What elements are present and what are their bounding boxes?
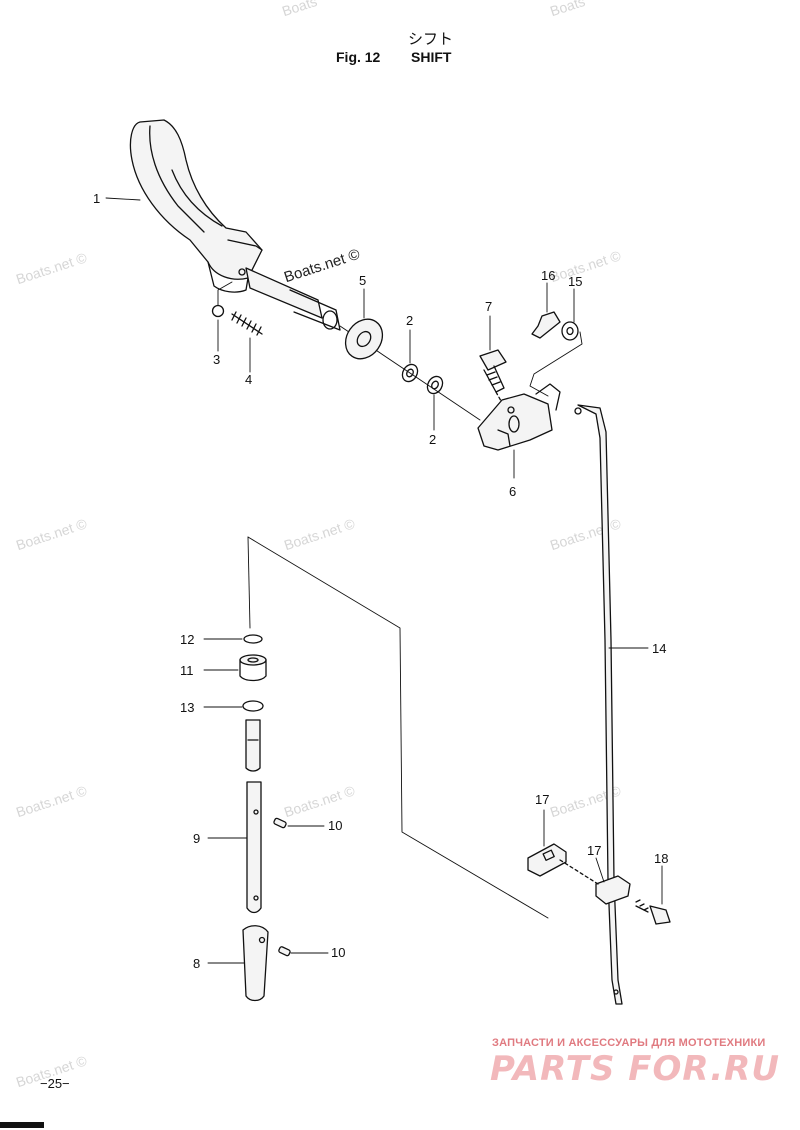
- callout-18: 18: [654, 851, 669, 866]
- callout-15: 15: [568, 274, 583, 289]
- page-edge-mark: [0, 1122, 44, 1128]
- callout-13: 13: [180, 700, 195, 715]
- o-ring: [242, 700, 264, 712]
- clamp-bolt: [635, 899, 671, 925]
- bolt: [479, 349, 507, 411]
- page-number: −25−: [40, 1076, 70, 1091]
- figure-title: SHIFT: [411, 49, 452, 65]
- callout-7: 7: [485, 299, 493, 314]
- callout-1: 1: [93, 191, 101, 206]
- o-ring: [243, 634, 263, 644]
- rod-clamp: [595, 875, 631, 905]
- retaining-clip: [531, 311, 561, 339]
- callout-16: 16: [541, 268, 556, 283]
- callout-2: 2: [429, 432, 437, 447]
- detent-ball: [211, 304, 225, 318]
- wave-washer: [344, 318, 384, 360]
- pin: [278, 946, 291, 957]
- callout-10: 10: [331, 945, 346, 960]
- rod-clamp: [527, 843, 567, 877]
- callout-2: 2: [406, 313, 414, 328]
- callout-14: 14: [652, 641, 667, 656]
- callout-6: 6: [509, 484, 517, 499]
- washer: [426, 375, 444, 395]
- grommet: [239, 654, 267, 682]
- washer: [401, 363, 419, 383]
- figure-title-japanese: シフト: [408, 30, 454, 48]
- store-logo: PARTS FOR.RU: [490, 1049, 780, 1089]
- pin: [273, 817, 287, 829]
- shift-rod-lower: [242, 925, 269, 1002]
- callout-17: 17: [535, 792, 550, 807]
- callout-9: 9: [193, 831, 201, 846]
- shift-shaft: [246, 781, 262, 914]
- figure-number: Fig. 12: [336, 49, 381, 65]
- callout-5: 5: [359, 273, 367, 288]
- shift-rod: [574, 404, 623, 1005]
- store-tagline: ЗАПЧАСТИ И АКСЕССУАРЫ ДЛЯ МОТОТЕХНИКИ: [492, 1037, 766, 1049]
- callout-11: 11: [180, 663, 194, 678]
- callout-3: 3: [213, 352, 221, 367]
- callout-17: 17: [587, 843, 602, 858]
- callout-12: 12: [180, 632, 195, 647]
- callout-4: 4: [245, 372, 253, 387]
- detent-spring: [231, 311, 263, 336]
- washer: [561, 321, 579, 341]
- shift-lever: [129, 119, 341, 331]
- shift-arm: [477, 383, 561, 451]
- callout-8: 8: [193, 956, 201, 971]
- callout-10: 10: [328, 818, 343, 833]
